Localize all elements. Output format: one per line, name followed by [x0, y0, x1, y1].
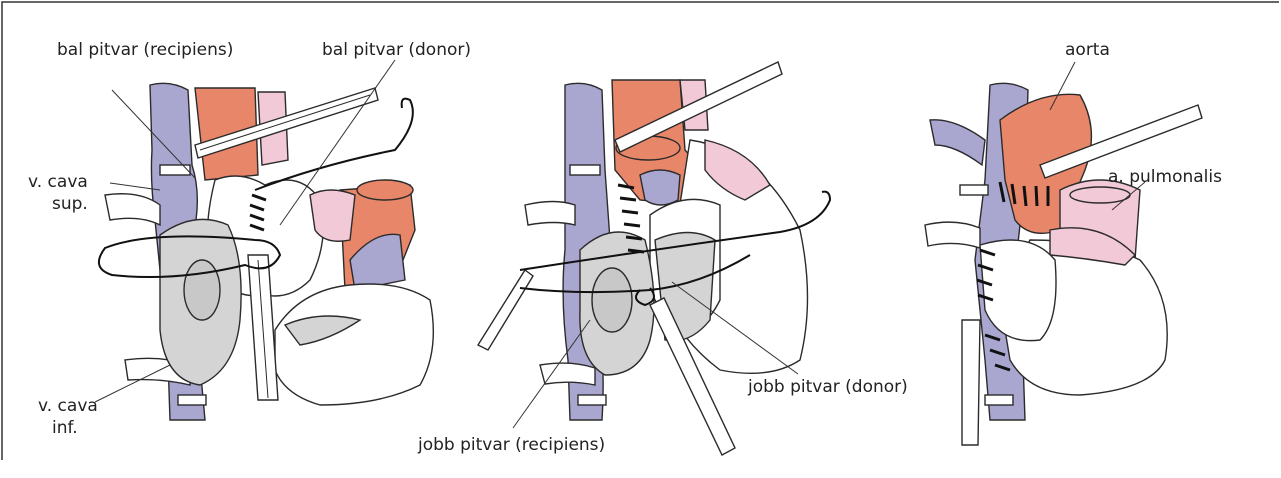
vena-stub-2: [640, 170, 680, 205]
label-v-cava-inf-2: inf.: [52, 418, 78, 438]
pulmonary-lumen-right: [1070, 187, 1130, 203]
cava-band-bottom: [178, 395, 206, 405]
label-bal-pitvar-donor: bal pitvar (donor): [322, 40, 471, 60]
atrium-opening-left: [184, 260, 220, 320]
cava-band-mid-top: [570, 165, 600, 175]
side-vessel-mid-sup: [525, 202, 575, 226]
label-bal-pitvar-recipiens: bal pitvar (recipiens): [57, 40, 233, 60]
label-a-pulmonalis: a. pulmonalis: [1108, 167, 1222, 187]
cava-band-mid-bottom: [578, 395, 606, 405]
panel-great-vessels-anastomosis: aorta a. pulmonalis: [925, 40, 1222, 445]
side-vessel-right-2: [925, 222, 980, 248]
label-aorta: aorta: [1065, 40, 1110, 60]
cava-band-right-bottom: [985, 395, 1013, 405]
panel-left-atrial-anastomosis: bal pitvar (recipiens) bal pitvar (donor…: [28, 40, 471, 438]
side-vessel-sup: [105, 194, 160, 225]
label-jobb-pitvar-recipiens: jobb pitvar (recipiens): [417, 435, 605, 455]
side-vessel-right-1: [930, 120, 985, 165]
forceps-2: [478, 270, 533, 350]
label-v-cava-sup-1: v. cava: [28, 172, 88, 192]
cava-band-right-top: [960, 185, 988, 195]
cava-band-top: [160, 165, 190, 175]
label-jobb-pitvar-donor: jobb pitvar (donor): [747, 377, 908, 397]
atrium-opening-middle: [592, 268, 632, 332]
label-v-cava-sup-2: sup.: [52, 194, 88, 214]
aorta-lumen-1: [357, 180, 413, 200]
forceps-4: [962, 320, 980, 445]
panel-right-atrial-anastomosis: jobb pitvar (recipiens) jobb pitvar (don…: [417, 62, 908, 455]
label-v-cava-inf-1: v. cava: [38, 396, 98, 416]
side-vessel-mid-inf: [540, 363, 595, 385]
